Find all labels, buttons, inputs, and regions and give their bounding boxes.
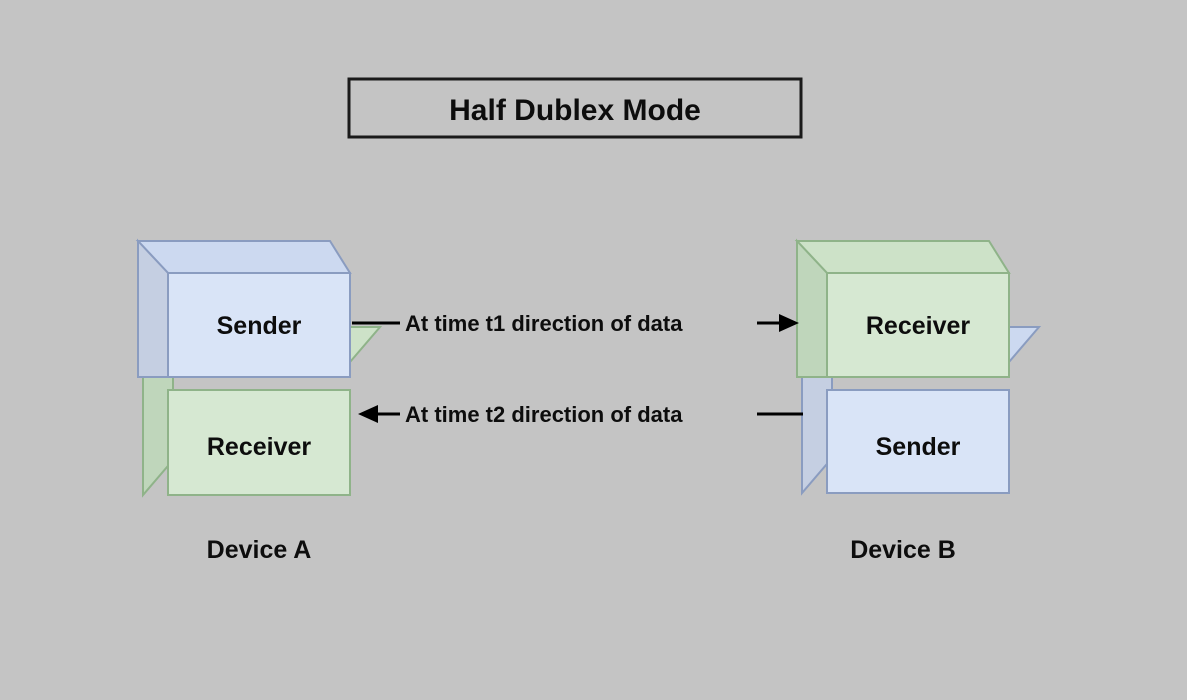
receiver-box-front-face [826,272,1010,378]
t2-arrowhead-left-icon [358,405,378,423]
device-a-label: Device A [207,536,312,564]
title-box: Half Dublex Mode [347,77,803,139]
device-a-receiver-label: Receiver [207,433,312,461]
device-b-receiver-box[interactable]: Receiver [794,238,1011,378]
device-a-group: Receiver Sender Device A [135,238,383,564]
receiver-box-top-face [794,240,1011,274]
sender-box-front-face [826,389,1010,494]
device-b-label: Device B [850,536,956,564]
t1-arrowhead-right-icon [779,314,799,332]
connection-t1: At time t1 direction of data [352,311,799,336]
device-a-sender-label: Sender [217,312,302,340]
device-b-sender-label: Sender [876,433,961,461]
sender-box-front-face [167,272,351,378]
t1-label: At time t1 direction of data [405,311,683,336]
title-label: Half Dublex Mode [449,94,701,127]
receiver-box-front-face [167,389,351,496]
device-a-receiver-box[interactable]: Receiver [140,324,383,498]
connection-t2: At time t2 direction of data [358,402,803,427]
device-b-group: Sender Receiver Device B [794,238,1042,564]
device-a-sender-box[interactable]: Sender [135,238,352,378]
device-b-receiver-label: Receiver [866,312,971,340]
title-box-border [347,77,803,139]
sender-box-top-face [135,240,352,274]
t2-label: At time t2 direction of data [405,402,683,427]
